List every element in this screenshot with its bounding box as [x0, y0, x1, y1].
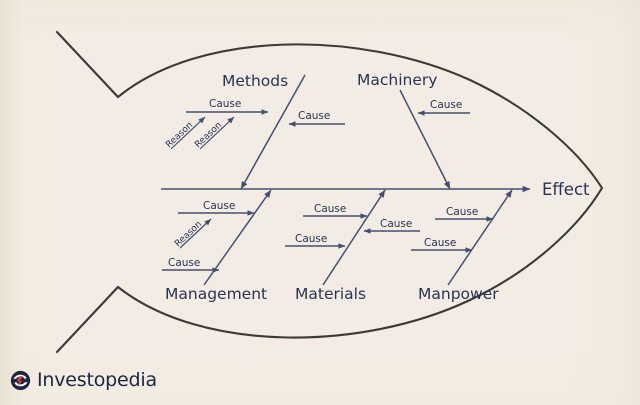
- methods-reason-2-label: Reason: [193, 121, 224, 151]
- management-reason-1-label: Reason: [173, 220, 204, 250]
- methods-cause-2-label: Cause: [298, 110, 330, 122]
- investopedia-circle-logo-icon: [10, 370, 31, 390]
- manpower-cause-2-label: Cause: [424, 237, 456, 249]
- fish-outline: [55, 30, 604, 354]
- category-management: Management Cause Reason Cause: [162, 189, 272, 303]
- manpower-bone: [447, 189, 513, 286]
- category-materials: Materials Cause Cause Cause: [285, 189, 420, 303]
- manpower-cause-1-label: Cause: [446, 206, 478, 218]
- materials-cause-3-label: Cause: [295, 233, 327, 245]
- category-label-methods: Methods: [222, 72, 288, 90]
- management-reason-1-arrow: [179, 218, 212, 249]
- brand-name: Investopedia: [37, 369, 157, 391]
- fish-body-upper: [116, 43, 604, 190]
- fish-tail-lower: [55, 285, 120, 354]
- management-cause-2-label: Cause: [168, 257, 200, 269]
- methods-cause-1-label: Cause: [209, 98, 241, 110]
- materials-bone: [322, 189, 386, 286]
- machinery-bone: [399, 89, 451, 190]
- category-label-materials: Materials: [295, 285, 366, 303]
- materials-cause-1-label: Cause: [314, 203, 346, 215]
- methods-reason-1-label: Reason: [164, 121, 195, 151]
- machinery-cause-1-label: Cause: [430, 99, 462, 111]
- category-machinery: Machinery Cause: [357, 71, 470, 190]
- methods-reason-1-arrow: [170, 116, 206, 150]
- methods-reason-2-arrow: [199, 116, 235, 150]
- category-label-manpower: Manpower: [418, 285, 499, 303]
- management-cause-1-label: Cause: [203, 200, 235, 212]
- fish-tail-upper: [55, 30, 120, 99]
- brand-logo: Investopedia: [10, 369, 157, 391]
- methods-bone: [240, 74, 306, 190]
- category-manpower: Manpower Cause Cause: [411, 189, 513, 303]
- fish-body-lower: [116, 186, 604, 339]
- category-label-management: Management: [165, 285, 267, 303]
- category-label-machinery: Machinery: [357, 71, 437, 89]
- effect-label: Effect: [542, 180, 590, 199]
- materials-cause-2-label: Cause: [380, 218, 412, 230]
- category-methods: Methods Cause Reason Reason Cause: [164, 72, 345, 190]
